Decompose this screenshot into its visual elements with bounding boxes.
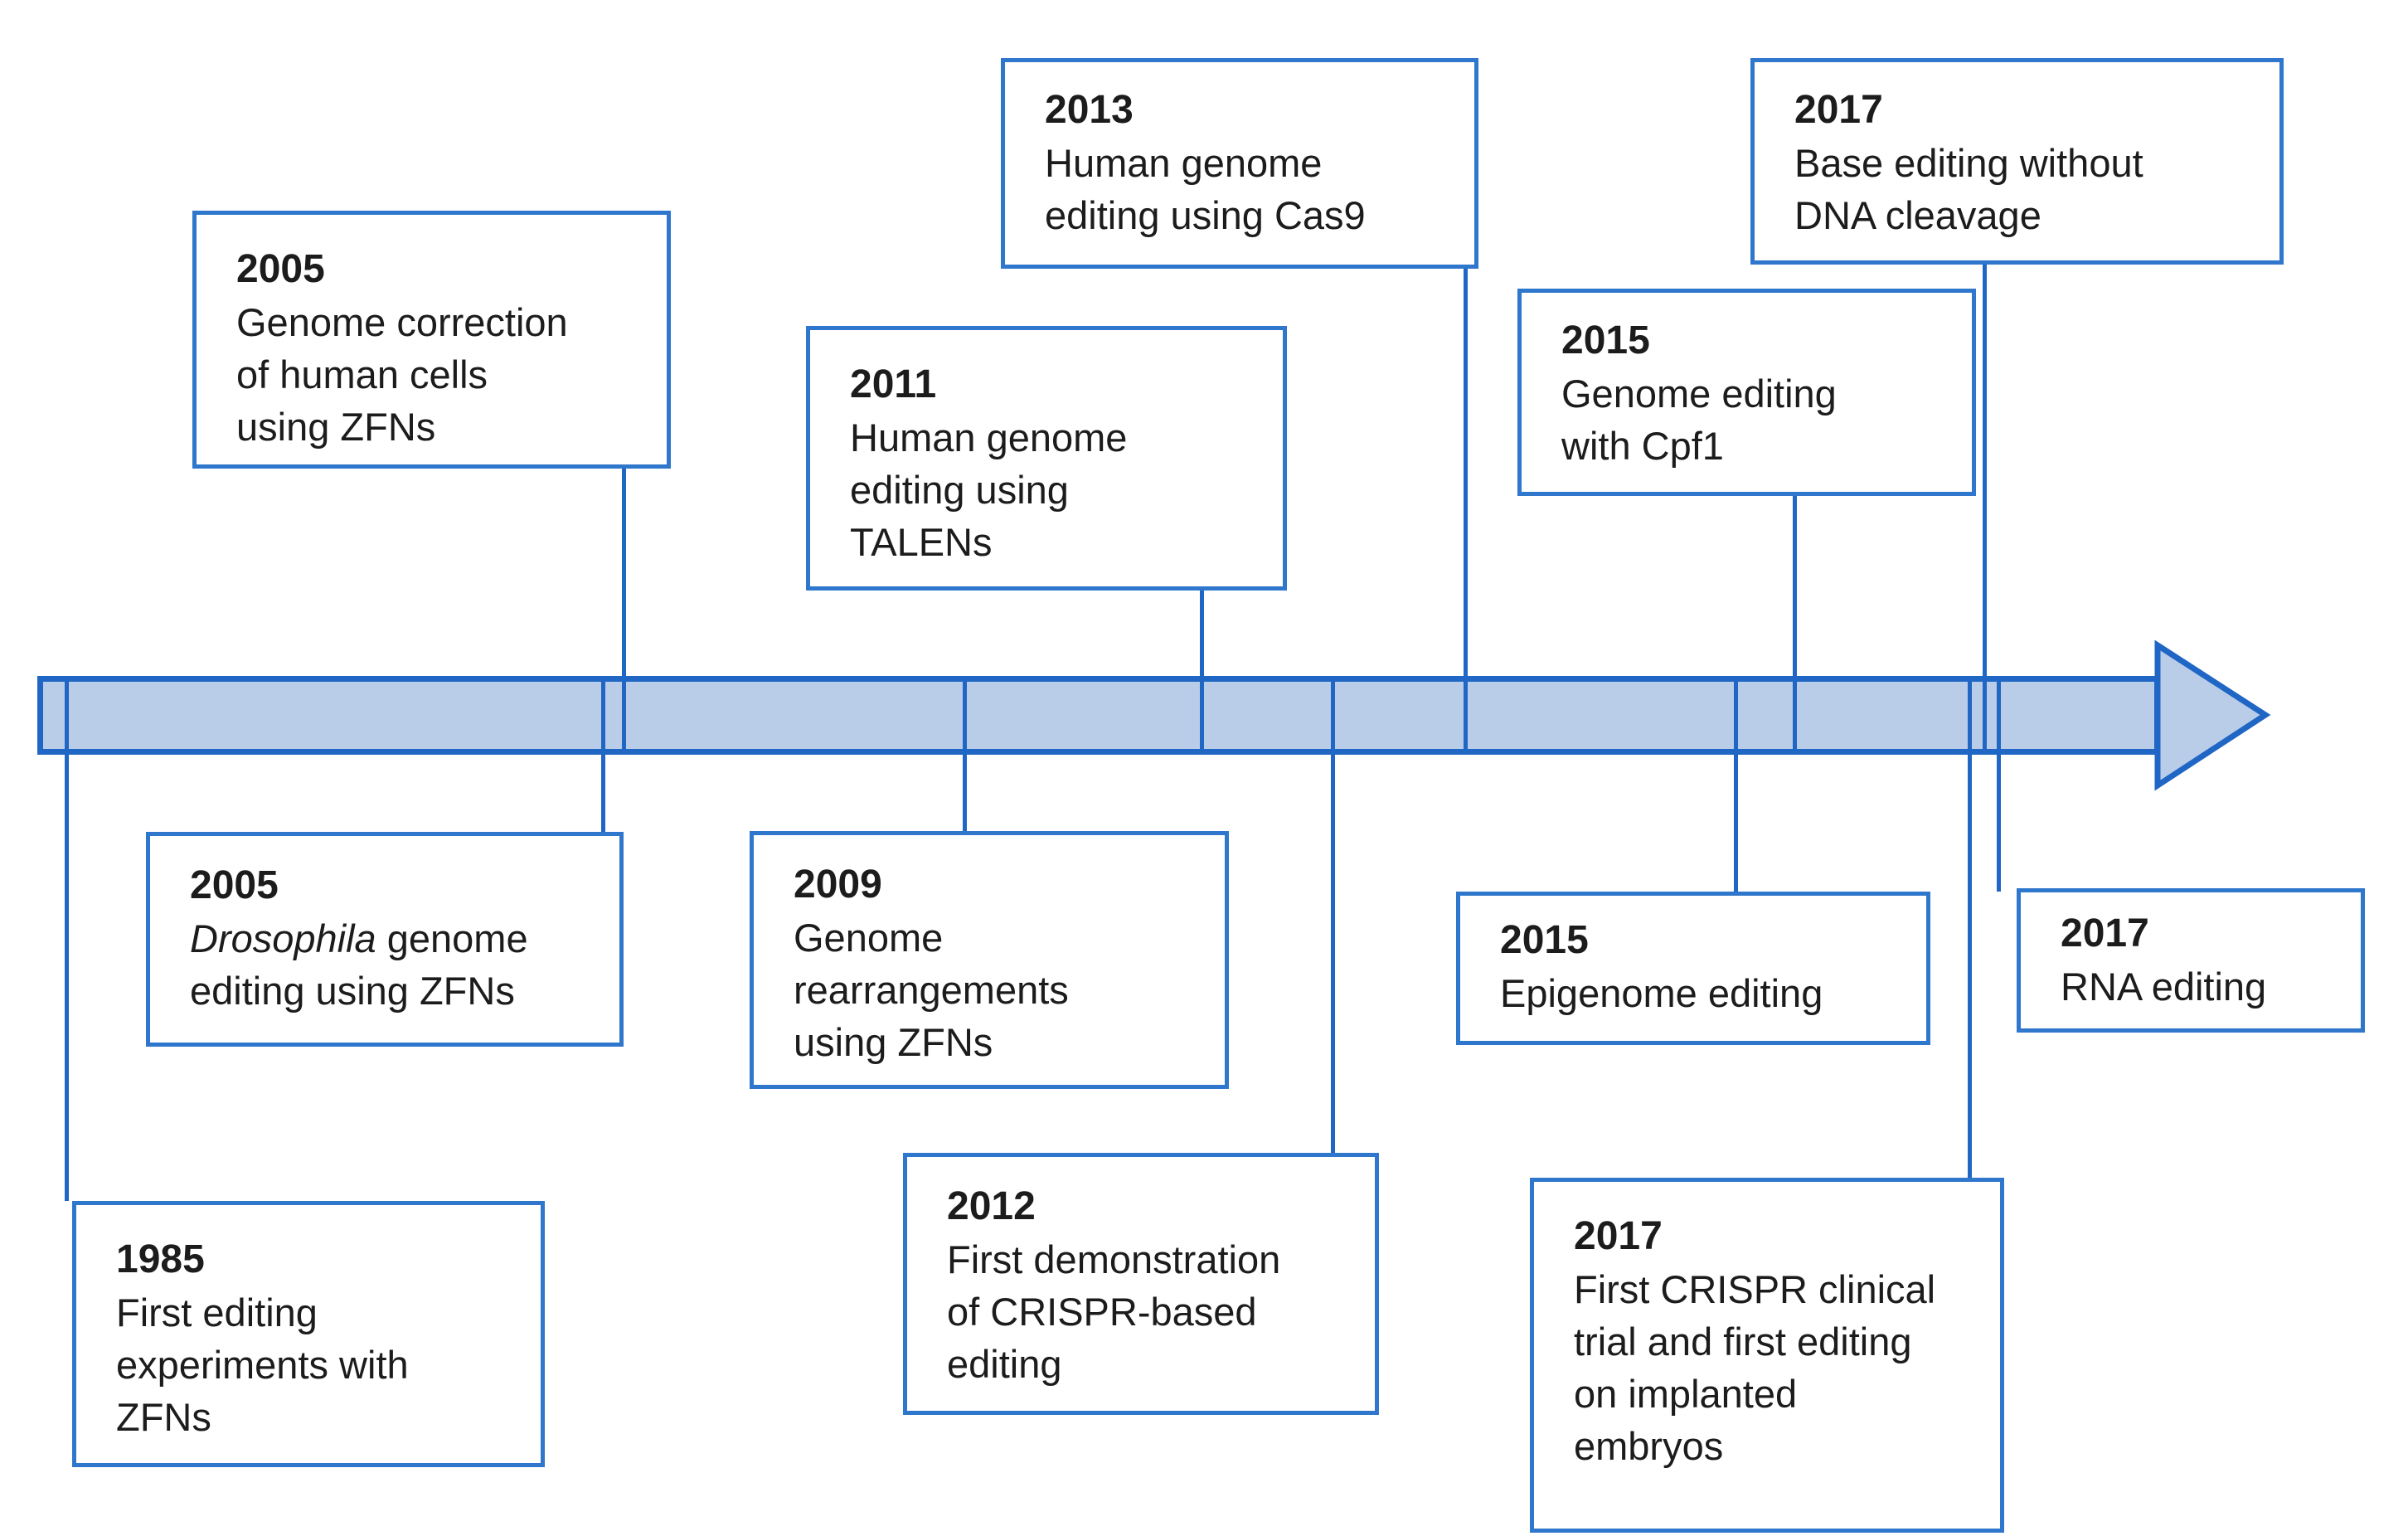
event-description: RNA editing [2061,965,2267,1009]
event-description: Epigenome editing [1500,971,1823,1015]
connector-2012 [1331,676,1335,1156]
connector-2017-rna [1997,676,2001,892]
event-year: 2005 [236,247,325,291]
connector-2013 [1464,267,1468,755]
event-description: First CRISPR clinical trial and first ed… [1574,1267,1936,1468]
connector-2005-correction [622,469,626,755]
event-year: 2015 [1561,318,1650,362]
connector-2017-base [1983,263,1987,755]
event-year: 2017 [2061,911,2149,955]
event-description: Genome correction of human cells using Z… [236,300,568,449]
event-description: Human genome editing using TALENs [850,416,1128,564]
event-box-2015-epigenome: 2015 Epigenome editing [1456,892,1930,1045]
connector-1985 [65,676,69,1201]
event-box-2011-talens: 2011 Human genome editing using TALENs [806,326,1287,591]
connector-2011 [1200,588,1204,755]
event-box-2012-crispr-demo: 2012 First demonstration of CRISPR-based… [903,1153,1379,1415]
event-year: 1985 [116,1237,205,1281]
event-box-2013-cas9: 2013 Human genome editing using Cas9 [1001,58,1478,269]
event-description: Human genome editing using Cas9 [1045,141,1366,237]
event-description: Genome editing with Cpf1 [1561,372,1837,468]
species-name-italic: Drosophila [190,916,376,960]
event-year: 2009 [794,863,882,907]
connector-2005-drosophila [601,676,605,835]
connector-2017-clinical [1968,676,1972,1181]
event-box-1985-zfn-experiments: 1985 First editing experiments with ZFNs [72,1201,545,1467]
connector-2015-cpf1 [1793,494,1797,755]
event-description: Genome rearrangements using ZFNs [794,916,1069,1064]
event-year: 2017 [1794,88,1883,132]
event-box-2009-rearrangements: 2009 Genome rearrangements using ZFNs [750,831,1229,1089]
event-year: 2005 [190,863,279,907]
connector-2009 [963,676,967,834]
event-box-2005-drosophila: 2005 Drosophila genome editing using ZFN… [146,832,624,1047]
event-box-2005-genome-correction: 2005 Genome correction of human cells us… [192,211,671,469]
event-box-2015-cpf1: 2015 Genome editing with Cpf1 [1517,289,1976,496]
event-year: 2012 [947,1184,1036,1228]
event-year: 2013 [1045,88,1134,132]
event-description: First demonstration of CRISPR-based edit… [947,1237,1281,1386]
timeline-bar [37,676,2160,755]
event-box-2017-rna-editing: 2017 RNA editing [2017,888,2365,1033]
event-description: Base editing without DNA cleavage [1794,141,2143,237]
event-year: 2011 [850,362,937,406]
event-description: First editing experiments with ZFNs [116,1291,409,1439]
event-year: 2015 [1500,918,1589,962]
event-box-2017-base-editing: 2017 Base editing without DNA cleavage [1750,58,2284,265]
timeline-arrowhead-icon [2154,639,2271,791]
connector-2015-epigenome [1734,676,1738,895]
event-description: Drosophila genome editing using ZFNs [190,912,595,1017]
event-box-2017-clinical-trial: 2017 First CRISPR clinical trial and fir… [1530,1178,2004,1533]
event-description-rest: genome editing using ZFNs [190,916,528,1013]
event-year: 2017 [1574,1214,1663,1258]
